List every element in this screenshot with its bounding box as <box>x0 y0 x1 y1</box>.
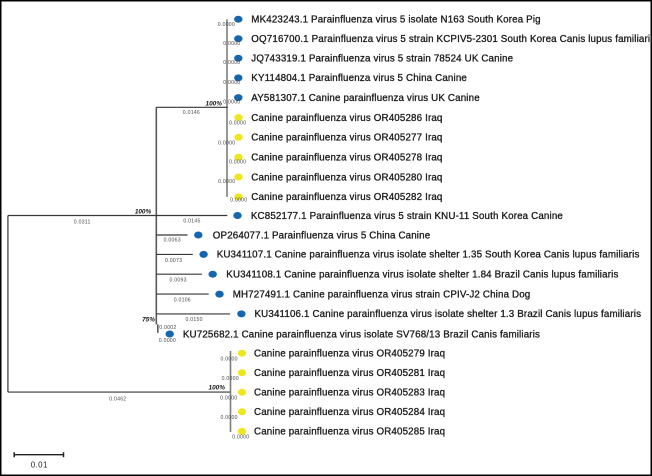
svg-text:100%: 100% <box>206 101 223 108</box>
svg-text:0.0000: 0.0000 <box>232 434 249 440</box>
svg-text:KU341107.1 Canine parainfluenz: KU341107.1 Canine parainfluenza virus is… <box>217 250 640 261</box>
svg-text:OP264077.1 Parainfluenza virus: OP264077.1 Parainfluenza virus 5 China C… <box>213 230 431 241</box>
svg-text:KY114804.1 Parainfluenza virus: KY114804.1 Parainfluenza virus 5 China C… <box>251 73 467 84</box>
svg-text:Canine parainfluenza virus OR4: Canine parainfluenza virus OR405283 Iraq <box>254 388 445 399</box>
svg-text:KU725682.1 Canine parainfluenz: KU725682.1 Canine parainfluenza virus is… <box>183 329 540 340</box>
svg-text:0.0073: 0.0073 <box>165 258 182 264</box>
svg-text:Canine parainfluenza virus OR4: Canine parainfluenza virus OR405280 Iraq <box>251 172 442 183</box>
svg-text:Canine parainfluenza virus OR4: Canine parainfluenza virus OR405278 Iraq <box>251 153 442 164</box>
svg-text:0.01: 0.01 <box>31 460 48 469</box>
svg-text:MK423243.1 Parainfluenza virus: MK423243.1 Parainfluenza virus 5 isolate… <box>251 15 540 26</box>
svg-text:0.0000: 0.0000 <box>221 415 238 421</box>
svg-text:Canine parainfluenza virus OR4: Canine parainfluenza virus OR405277 Iraq <box>251 133 442 144</box>
svg-text:Canine parainfluenza virus OR4: Canine parainfluenza virus OR405284 Iraq <box>254 407 445 418</box>
svg-text:KU341108.1 Canine parainfluenz: KU341108.1 Canine parainfluenza virus is… <box>226 270 618 281</box>
svg-text:0.0000: 0.0000 <box>223 60 240 66</box>
svg-text:0.0063: 0.0063 <box>164 238 181 244</box>
svg-text:0.0150: 0.0150 <box>186 317 203 323</box>
svg-text:0.0002: 0.0002 <box>159 325 176 331</box>
svg-text:0.0000: 0.0000 <box>223 100 240 106</box>
svg-text:Canine parainfluenza virus OR4: Canine parainfluenza virus OR405285 Iraq <box>254 427 445 438</box>
svg-text:0.0000: 0.0000 <box>229 120 246 126</box>
svg-text:AY581307.1 Canine parainfluenz: AY581307.1 Canine parainfluenza virus UK… <box>251 93 479 104</box>
svg-text:0.0146: 0.0146 <box>183 110 200 116</box>
svg-text:0.0000: 0.0000 <box>221 357 238 363</box>
svg-text:0.0145: 0.0145 <box>183 218 200 224</box>
svg-text:Canine parainfluenza virus OR4: Canine parainfluenza virus OR405286 Iraq <box>251 113 442 124</box>
svg-text:JQ743319.1 Parainfluenza virus: JQ743319.1 Parainfluenza virus 5 strain … <box>251 54 513 65</box>
svg-text:KU341106.1 Canine parainfluenz: KU341106.1 Canine parainfluenza virus is… <box>255 309 642 320</box>
svg-text:0.0000: 0.0000 <box>218 22 235 28</box>
svg-text:OQ716700.1 Parainfluenza virus: OQ716700.1 Parainfluenza virus 5 strain … <box>251 34 652 45</box>
svg-text:MH727491.1 Canine parainfluenz: MH727491.1 Canine parainfluenza virus st… <box>233 289 531 300</box>
svg-text:0.0093: 0.0093 <box>170 277 187 283</box>
svg-text:Canine parainfluenza virus OR4: Canine parainfluenza virus OR405282 Iraq <box>251 192 442 203</box>
svg-text:0.0462: 0.0462 <box>109 396 126 402</box>
svg-text:0.0000: 0.0000 <box>218 141 235 147</box>
svg-text:0.0000: 0.0000 <box>222 376 239 382</box>
svg-text:100%: 100% <box>135 208 152 215</box>
svg-text:Canine parainfluenza virus OR4: Canine parainfluenza virus OR405279 Iraq <box>254 349 445 360</box>
svg-text:0.0000: 0.0000 <box>223 80 240 86</box>
svg-text:0.0311: 0.0311 <box>74 219 91 225</box>
svg-text:Canine parainfluenza virus OR4: Canine parainfluenza virus OR405281 Iraq <box>254 368 445 379</box>
svg-text:0.0000: 0.0000 <box>223 41 240 47</box>
svg-text:0.0000: 0.0000 <box>230 197 247 203</box>
svg-text:100%: 100% <box>209 385 226 392</box>
svg-text:0.0000: 0.0000 <box>229 160 246 166</box>
svg-text:75%: 75% <box>142 317 155 324</box>
svg-text:0.0000: 0.0000 <box>220 396 237 402</box>
svg-text:0.0106: 0.0106 <box>174 297 191 303</box>
svg-text:0.0000: 0.0000 <box>159 338 176 344</box>
svg-text:0.0000: 0.0000 <box>218 179 235 185</box>
svg-text:KC852177.1 Parainfluenza virus: KC852177.1 Parainfluenza virus 5 strain … <box>251 211 563 222</box>
